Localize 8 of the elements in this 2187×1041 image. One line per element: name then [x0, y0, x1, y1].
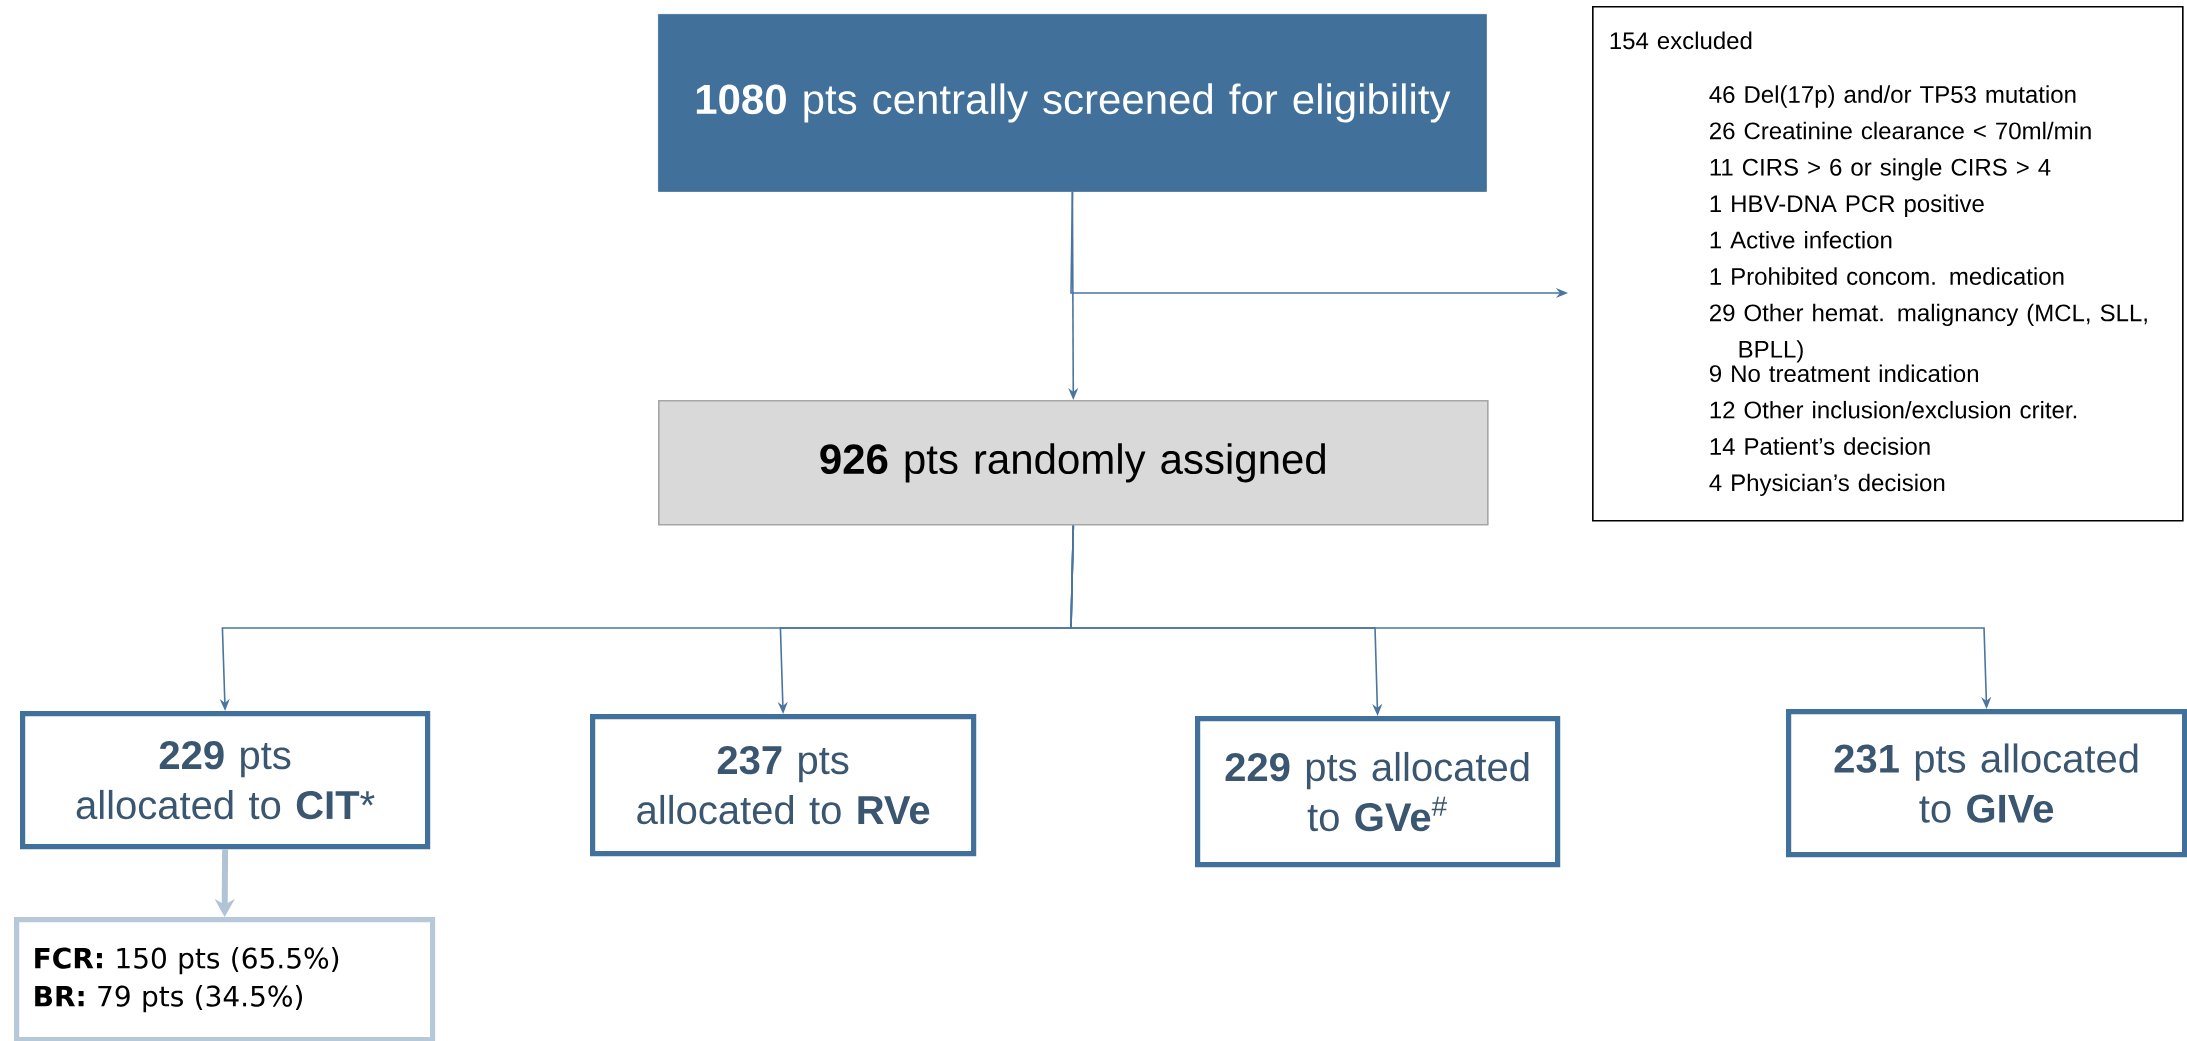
- allocation-box: 229 pts allocated to GVe$^{#}$: [1195, 716, 1561, 868]
- allocation-box: 229 pts allocated to CIT*: [20, 711, 431, 850]
- randomization-box: 926 pts randomly assigned: [658, 400, 1489, 526]
- screening-box: 1080 pts centrally screened for eligibility: [658, 14, 1487, 192]
- exclusion-box: 154 excluded 46 Del(17p) and/or TP53 mutation 26 Creatinine clearance < 70ml/min 11 CIRS > 6 or single CIRS > 4 1 HBV-DNA PCR positive 1 Active infection 1 Prohibited concom. medication 29 Other hemat. malignancy (MCL, SLL, BPLL) 9 No treatment indication 12 Other inclusion/exclusion criter. 14 Patient’s decision 4 Physician’s decision: [1592, 6, 2184, 522]
- allocation-box: 231 pts allocated to GIVe: [1786, 709, 2187, 858]
- subgroup-box: FCR: 150 pts (65.5%) BR: 79 pts (34.5%): [14, 917, 436, 1041]
- allocation-box: 237 pts allocated to RVe: [590, 714, 977, 857]
